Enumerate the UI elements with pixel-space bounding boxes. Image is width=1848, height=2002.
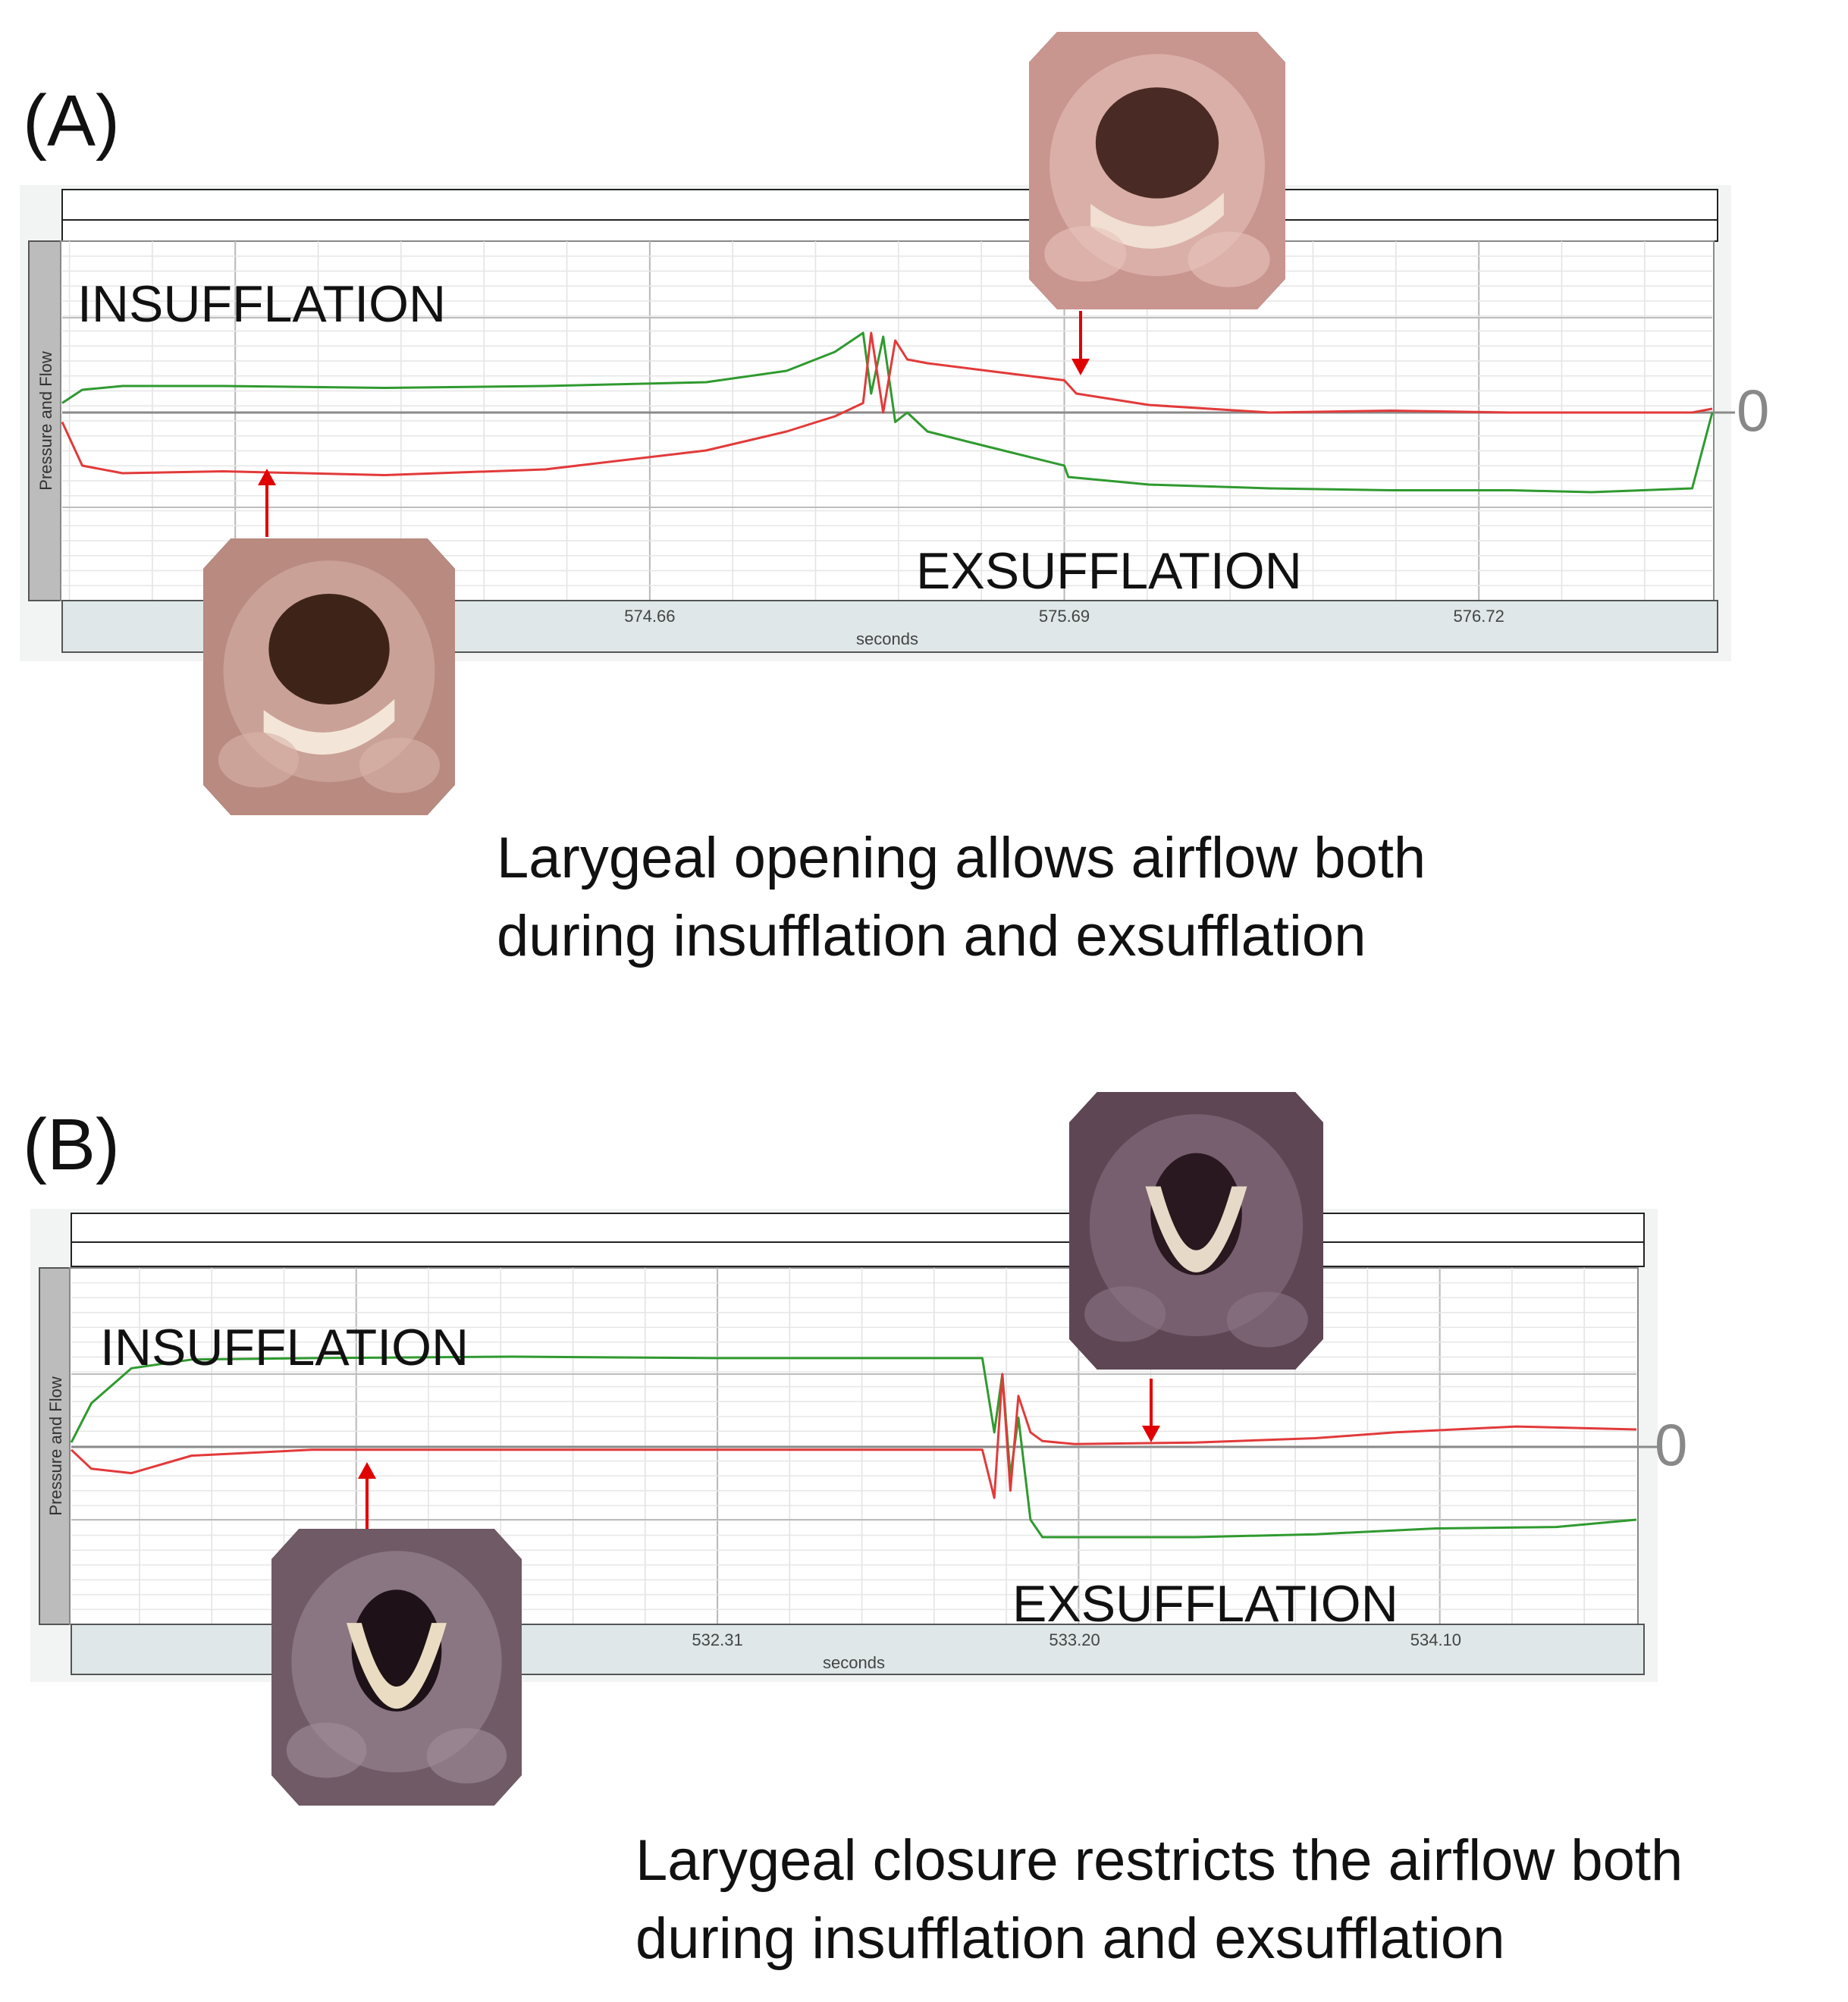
x-tick-label: 534.10 [1410, 1630, 1461, 1649]
insufflation-label: INSUFFLATION [100, 1319, 469, 1376]
zero-label: 0 [1737, 377, 1769, 444]
mucosa-fold [1226, 1291, 1308, 1348]
airway-lumen [268, 594, 390, 704]
mucosa-fold [1084, 1286, 1166, 1342]
mucosa-fold [286, 1722, 367, 1778]
header-bar-1 [61, 189, 1718, 221]
panel-a-label: (A) [23, 80, 120, 162]
mucosa-fold [426, 1727, 507, 1784]
y-axis-bar [28, 240, 63, 601]
caption-a-line-1: Larygeal opening allows airflow both [497, 826, 1426, 890]
mucosa-fold [1044, 226, 1127, 282]
panel-b-label: (B) [23, 1104, 120, 1185]
mucosa-fold [218, 732, 300, 788]
exsufflation-label: EXSUFFLATION [1012, 1575, 1398, 1633]
x-tick-label: 575.69 [1039, 607, 1090, 626]
red-arrow-head [358, 1462, 376, 1479]
x-tick-label: 576.72 [1454, 607, 1504, 626]
x-tick-label: 574.66 [624, 607, 675, 626]
x-tick-label: 533.20 [1049, 1630, 1100, 1649]
endoscopy-image-a-insufflation [203, 538, 455, 815]
endoscopy-image-a-exsufflation [1029, 32, 1285, 309]
caption-a-line-2: during insufflation and exsufflation [497, 904, 1366, 968]
red-arrow-head [1142, 1426, 1160, 1442]
y-axis-label: Pressure and Flow [36, 351, 55, 491]
epiglottis-shape [347, 1623, 447, 1709]
larynx-closed-icon [271, 1529, 522, 1806]
mucosa-fold [359, 737, 441, 793]
zero-label: 0 [1655, 1411, 1687, 1478]
epiglottis-shape [1090, 193, 1224, 249]
y-axis-label: Pressure and Flow [46, 1376, 65, 1516]
red-arrow-head [258, 469, 276, 485]
header-bar-2 [71, 1241, 1645, 1267]
endoscopy-image-b-insufflation [271, 1529, 522, 1806]
header-bar-1 [71, 1213, 1645, 1243]
epiglottis-shape [263, 698, 395, 755]
caption-b-line-2: during insufflation and exsufflation [635, 1906, 1505, 1971]
x-axis-label: seconds [856, 629, 918, 648]
x-axis-label: seconds [823, 1653, 885, 1672]
caption-b-line-1: Larygeal closure restricts the airflow b… [635, 1828, 1683, 1893]
larynx-open-icon [1029, 32, 1285, 309]
epiglottis-shape [1145, 1186, 1247, 1272]
larynx-open-icon [203, 538, 455, 815]
mucosa-fold [1188, 231, 1270, 287]
caption-a: Larygeal opening allows airflow both dur… [497, 819, 1426, 975]
x-tick-label: 532.31 [692, 1630, 742, 1649]
larynx-closed-icon [1069, 1092, 1323, 1370]
insufflation-label: INSUFFLATION [77, 275, 446, 333]
endoscopy-image-b-exsufflation [1069, 1092, 1323, 1370]
caption-b: Larygeal closure restricts the airflow b… [635, 1822, 1683, 1978]
header-bar-2 [61, 219, 1718, 242]
red-arrow-head [1071, 359, 1090, 375]
exsufflation-label: EXSUFFLATION [916, 542, 1302, 600]
airway-lumen [1095, 87, 1219, 199]
